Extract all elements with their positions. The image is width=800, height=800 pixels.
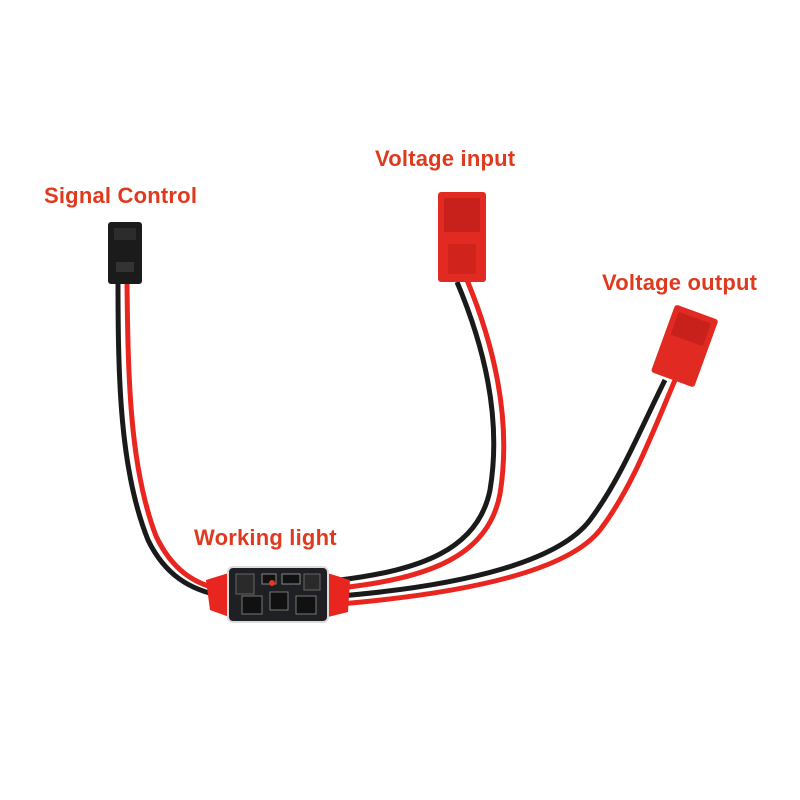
label-working-light: Working light bbox=[194, 525, 337, 550]
signal-cable bbox=[115, 279, 225, 599]
signal-connector bbox=[108, 222, 142, 284]
voltage-output-connector bbox=[651, 305, 718, 387]
switch-board bbox=[227, 566, 329, 623]
heatshrink bbox=[206, 572, 350, 618]
working-light-led bbox=[269, 580, 275, 586]
voltage-input-cable bbox=[339, 279, 507, 591]
label-voltage-input: Voltage input bbox=[375, 146, 516, 171]
label-voltage-output: Voltage output bbox=[602, 270, 758, 295]
voltage-output-cable bbox=[339, 378, 678, 607]
voltage-input-connector bbox=[438, 192, 486, 282]
label-signal-control: Signal Control bbox=[44, 183, 198, 208]
